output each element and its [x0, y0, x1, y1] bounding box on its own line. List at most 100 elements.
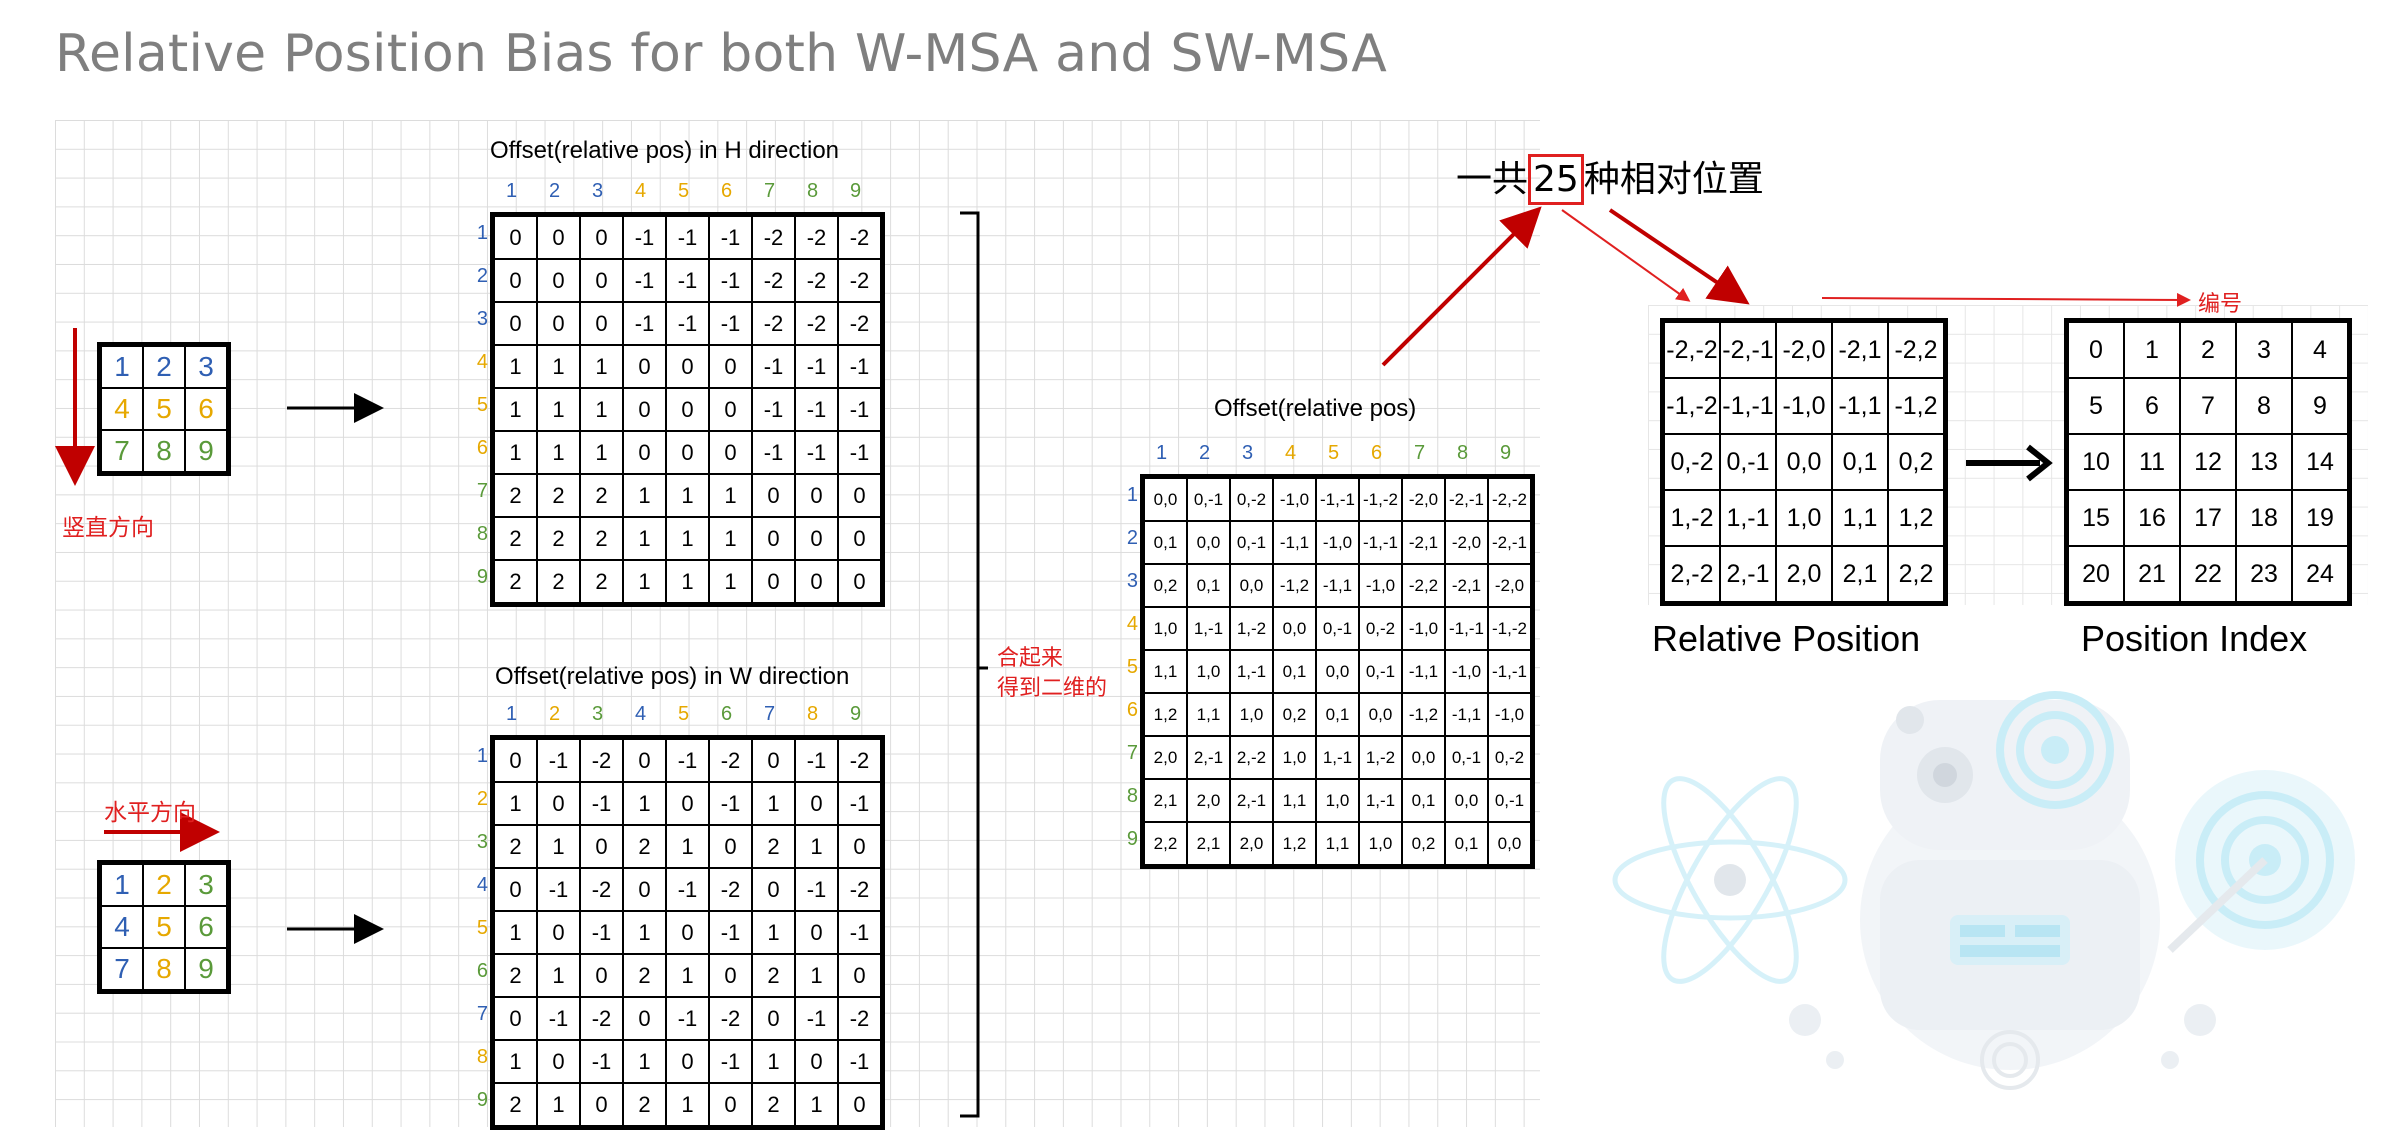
matrix-cell: 1 [665, 1082, 710, 1127]
matrix-cell: 2 [493, 473, 538, 518]
matrix-cell: -2,-1 [1719, 321, 1777, 379]
matrix-cell: -2 [837, 301, 882, 346]
matrix-cell: 10 [2067, 433, 2125, 491]
matrix-cell: 11 [2123, 433, 2181, 491]
combine-bracket [960, 211, 988, 1118]
matrix-cell: 1 [579, 387, 624, 432]
matrix-cell: 14 [2291, 433, 2349, 491]
annotation-suffix: 种相对位置 [1583, 159, 1764, 200]
matrix-cell: 0 [837, 1082, 882, 1127]
matrix-cell: 1 [493, 910, 538, 955]
matrix-cell: 0 [708, 1082, 753, 1127]
matrix-cell: -1 [708, 910, 753, 955]
matrix-cell: 1,1 [1143, 649, 1188, 694]
matrix-cell: 0,-1 [1487, 778, 1532, 823]
row-header: 6 [476, 959, 488, 982]
matrix-cell: -1,2 [1887, 377, 1945, 435]
matrix-cell: 0 [493, 258, 538, 303]
h-matrix-title: Offset(relative pos) in H direction [490, 137, 840, 164]
matrix-cell: 0 [536, 910, 581, 955]
column-header: 9 [849, 180, 862, 202]
matrix-cell: 1 [493, 344, 538, 389]
w-matrix-title: Offset(relative pos) in W direction [495, 663, 850, 690]
matrix-cell: -1 [794, 996, 839, 1041]
matrix-cell: -1,-1 [1719, 377, 1777, 435]
matrix-cell: 0 [751, 516, 796, 561]
matrix-cell: -2 [837, 258, 882, 303]
matrix-cell: 1 [622, 516, 667, 561]
matrix-cell: -1 [837, 910, 882, 955]
matrix-cell: 2 [142, 863, 186, 907]
matrix-cell: 8 [142, 429, 186, 473]
matrix-cell: 2,0 [1775, 545, 1833, 603]
matrix-cell: 0 [794, 516, 839, 561]
column-header: 5 [677, 703, 690, 725]
vertical-direction-label: 竖直方向 [62, 514, 154, 540]
matrix-cell: 24 [2291, 545, 2349, 603]
matrix-cell: 2,2 [1143, 821, 1188, 866]
matrix-cell: 1 [708, 516, 753, 561]
matrix-cell: 7 [2179, 377, 2237, 435]
column-header: 1 [1155, 442, 1168, 464]
matrix-cell: 2 [622, 953, 667, 998]
matrix-cell: 1 [665, 473, 710, 518]
matrix-cell: 0,0 [1487, 821, 1532, 866]
matrix-cell: 8 [142, 947, 186, 991]
matrix-cell: 2 [622, 1082, 667, 1127]
matrix-cell: 0 [708, 953, 753, 998]
matrix-cell: 0 [665, 1039, 710, 1084]
matrix-cell: 2 [536, 516, 581, 561]
matrix-cell: 0 [751, 559, 796, 604]
matrix-cell: 0,-2 [1487, 735, 1532, 780]
matrix-cell: -1 [837, 1039, 882, 1084]
column-header: 1 [505, 703, 518, 725]
matrix-cell: 0 [794, 910, 839, 955]
column-header: 1 [505, 180, 518, 202]
matrix-cell: 2,0 [1143, 735, 1188, 780]
matrix-cell: 1 [751, 1039, 796, 1084]
matrix-cell: -1,-2 [1358, 477, 1403, 522]
matrix-cell: 16 [2123, 489, 2181, 547]
matrix-cell: -1 [794, 867, 839, 912]
matrix-cell: 0 [579, 215, 624, 260]
matrix-cell: 5 [142, 905, 186, 949]
matrix-cell: 4 [100, 387, 144, 431]
matrix-cell: -1,0 [1358, 563, 1403, 608]
matrix-cell: 0,1 [1401, 778, 1446, 823]
row-header: 6 [1126, 698, 1138, 721]
matrix-cell: 1 [751, 781, 796, 826]
matrix-cell: -1,1 [1831, 377, 1889, 435]
matrix-cell: 1 [708, 559, 753, 604]
matrix-cell: 1,-1 [1315, 735, 1360, 780]
matrix-cell: 2 [493, 559, 538, 604]
matrix-cell: 0 [708, 387, 753, 432]
matrix-cell: 4 [100, 905, 144, 949]
matrix-cell: 2 [579, 559, 624, 604]
matrix-cell: 7 [100, 429, 144, 473]
matrix-cell: 0 [794, 473, 839, 518]
matrix-cell: 0,2 [1401, 821, 1446, 866]
column-header: 7 [1413, 442, 1426, 464]
matrix-cell: 22 [2179, 545, 2237, 603]
matrix-cell: -1 [708, 1039, 753, 1084]
matrix-cell: 0 [622, 387, 667, 432]
matrix-cell: 1,0 [1229, 692, 1274, 737]
matrix-cell: -2 [837, 996, 882, 1041]
column-header: 3 [591, 180, 604, 202]
matrix-cell: -2,-2 [1487, 477, 1532, 522]
matrix-cell: -2,0 [1444, 520, 1489, 565]
matrix-cell: 2 [2179, 321, 2237, 379]
matrix-cell: 5 [2067, 377, 2125, 435]
matrix-cell: 1,0 [1358, 821, 1403, 866]
matrix-cell: 0,2 [1272, 692, 1317, 737]
matrix-cell: 1 [536, 1082, 581, 1127]
matrix-cell: 0 [536, 1039, 581, 1084]
matrix-cell: 0 [622, 430, 667, 475]
matrix-cell: -1,2 [1401, 692, 1446, 737]
